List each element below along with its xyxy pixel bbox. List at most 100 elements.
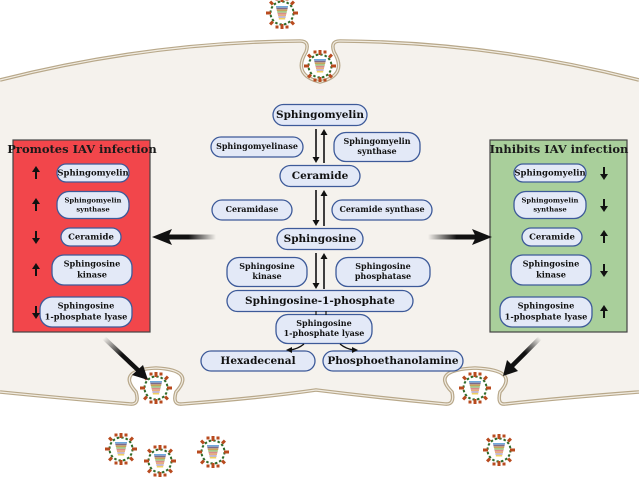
arrow-up-icon — [32, 166, 40, 179]
enzyme-smase: Sphingomyelinase — [210, 136, 304, 158]
promotes-item-pill-label: Sphingosine — [58, 301, 115, 311]
cytoplasm — [0, 41, 639, 405]
enzyme-cdase-label: Ceramidase — [226, 204, 279, 214]
promotes-item-pill-label: kinase — [77, 269, 107, 279]
arrow-s1p-to-sphingosine — [320, 253, 328, 289]
promotes-item-pill: Sphingomyelin — [56, 163, 130, 183]
arrow-down-icon — [32, 306, 40, 319]
arrow-inhibits-to-budding — [503, 336, 542, 376]
inhibits-panel-title: Inhibits IAV infection — [490, 142, 629, 156]
virion-released-left-3 — [196, 435, 230, 469]
arrow-lyase-to-hexadecenal — [286, 343, 305, 353]
metabolite-sphingomyelin: Sphingomyelin — [272, 103, 368, 127]
enzyme-sphk-label: kinase — [252, 271, 281, 281]
promotes-item-pill-label: Ceramide — [68, 233, 114, 243]
enzyme-s1pl-label: 1-phosphate lyase — [284, 328, 365, 338]
enzyme-cers-label: Ceramide synthase — [339, 204, 424, 214]
arrow-lyase-to-phosphoethanolamine — [339, 343, 358, 353]
arrow-promotes-to-budding — [102, 336, 148, 380]
metabolite-sphingosine-label: Sphingosine — [284, 233, 357, 245]
enzyme-sphk-label: Sphingosine — [239, 261, 294, 271]
inhibits-item: Sphingomyelin — [513, 163, 608, 183]
metabolite-s1p-label: Sphingosine-1-phosphate — [245, 295, 395, 307]
arrow-sphingosine-to-s1p — [312, 253, 320, 289]
metabolite-sphingosine: Sphingosine — [276, 227, 364, 251]
arrow-sphingosine-to-ceramide — [320, 190, 328, 226]
arrow-ceramide-to-sphingomyelin — [320, 129, 328, 163]
inhibits-item-pill-label: synthase — [533, 205, 567, 213]
promotes-item-pill-label: Sphingosine — [64, 259, 121, 269]
virion-released-left-1 — [104, 432, 138, 466]
enzyme-sms-label: synthase — [357, 146, 396, 156]
arrow-up-icon — [600, 230, 608, 243]
arrow-up-icon — [32, 198, 40, 211]
virion-endocytosed — [303, 49, 337, 83]
arrow-down-icon — [600, 199, 608, 212]
promotes-item: Sphingomyelin — [32, 163, 130, 183]
sphingolipid-pathway: SphingomyelinCeramideSphingosineSphingos… — [200, 103, 464, 372]
metabolite-hexadecenal: Hexadecenal — [200, 350, 316, 372]
virion-released-right — [482, 433, 516, 467]
arrow-down-icon — [32, 231, 40, 244]
enzyme-cers: Ceramide synthase — [331, 199, 433, 221]
enzyme-sphpp-label: Sphingosine — [355, 261, 410, 271]
metabolite-ceramide-label: Ceramide — [292, 170, 349, 182]
arrow-up-icon — [32, 263, 40, 276]
promotes-item-pill-label: Sphingomyelin — [65, 197, 122, 205]
promotes-iav-panel: Promotes IAV infection SphingomyelinSphi… — [7, 139, 157, 333]
enzyme-smase-label: Sphingomyelinase — [216, 141, 298, 151]
inhibits-item-pill-label: Sphingomyelin — [522, 197, 579, 205]
metabolite-s1p: Sphingosine-1-phosphate — [226, 289, 414, 313]
arrow-s1p-to-lyase — [315, 311, 327, 315]
virion-released-left-2 — [143, 444, 177, 478]
inhibits-iav-panel: Inhibits IAV infection SphingomyelinSphi… — [489, 139, 629, 333]
plasma-membrane-bottom — [0, 366, 639, 406]
enzyme-sms-label: Sphingomyelin — [343, 136, 410, 146]
inhibits-item-pill-label: kinase — [536, 269, 566, 279]
virion-entering-outside — [265, 0, 299, 30]
inhibits-item-pill: Sphingomyelin — [513, 163, 587, 183]
arrow-up-icon — [600, 305, 608, 318]
inhibits-item-pill-label: Ceramide — [529, 233, 575, 243]
inhibits-item-pill-label: Sphingosine — [518, 301, 575, 311]
inhibits-item-pill-label: Sphingomyelin — [514, 169, 585, 179]
enzyme-sphpp-label: phosphatase — [355, 271, 411, 281]
inhibits-item: Ceramide — [521, 227, 608, 247]
metabolite-sphingomyelin-label: Sphingomyelin — [276, 109, 364, 121]
arrow-to-inhibits — [428, 229, 492, 245]
arrow-down-icon — [600, 264, 608, 277]
enzyme-cdase: Ceramidase — [211, 199, 293, 221]
arrow-sphingomyelin-to-ceramide — [312, 129, 320, 163]
inhibits-item-pill-label: 1-phosphate lyase — [505, 311, 588, 321]
promotes-item: Ceramide — [32, 227, 122, 247]
promotes-item-pill: Ceramide — [60, 227, 122, 247]
metabolite-phosphoethanolamine-label: Phosphoethanolamine — [327, 355, 459, 367]
metabolite-phosphoethanolamine: Phosphoethanolamine — [322, 350, 464, 372]
arrow-down-icon — [600, 167, 608, 180]
arrow-ceramide-to-sphingosine — [312, 190, 320, 226]
metabolite-hexadecenal-label: Hexadecenal — [220, 355, 295, 367]
inhibits-item-pill-label: Sphingosine — [523, 259, 580, 269]
metabolite-ceramide: Ceramide — [279, 164, 361, 188]
promotes-item-pill-label: 1-phosphate lyase — [45, 311, 128, 321]
promotes-item-pill-label: Sphingomyelin — [57, 169, 128, 179]
inhibits-item-pill: Ceramide — [521, 227, 583, 247]
promotes-panel-title: Promotes IAV infection — [7, 142, 157, 156]
